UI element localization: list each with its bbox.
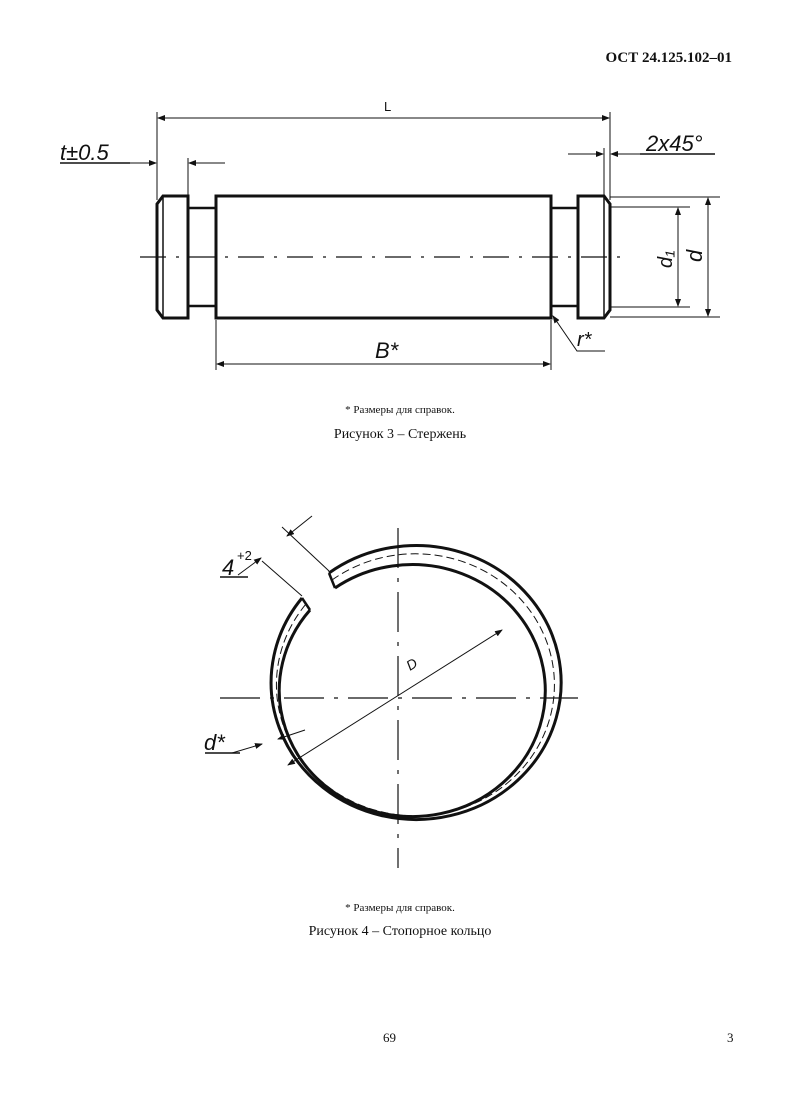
width-label: B* xyxy=(375,338,400,363)
d1-label: d₁ xyxy=(655,251,677,268)
offset-label: t±0.5 xyxy=(60,140,110,165)
wire-label: d* xyxy=(204,730,226,755)
ring-diameter-line xyxy=(287,629,503,766)
chamfer-label: 2x45° xyxy=(645,131,703,156)
diameter-label: D xyxy=(403,655,420,674)
document-code: ОСТ 24.125.102–01 xyxy=(605,50,732,66)
radius-label: r* xyxy=(577,329,593,351)
gap-tolerance-label: +2 xyxy=(237,548,252,563)
gap-label: 4 xyxy=(222,555,234,580)
ring-drawing: 4 +2 D d* xyxy=(204,515,578,868)
length-label: L xyxy=(384,99,391,114)
figure4-caption: Рисунок 4 – Стопорное кольцо xyxy=(308,924,492,939)
figure3-note: * Размеры для справок. xyxy=(345,404,455,416)
ring-inner xyxy=(277,563,547,818)
page-number-center: 69 xyxy=(383,1030,396,1045)
rod-drawing: L t±0.5 2x45° B* r* d₁ d xyxy=(60,99,720,370)
page-number-right: 3 xyxy=(727,1030,734,1045)
figure4-note: * Размеры для справок. xyxy=(345,902,455,914)
rod-right-neck xyxy=(551,206,578,308)
figure3-caption: Рисунок 3 – Стержень xyxy=(333,427,467,442)
rod-left-neck xyxy=(188,206,216,308)
d-label: d xyxy=(682,249,707,262)
ring-middle-dashed xyxy=(276,553,555,817)
ring-outer xyxy=(269,544,563,821)
